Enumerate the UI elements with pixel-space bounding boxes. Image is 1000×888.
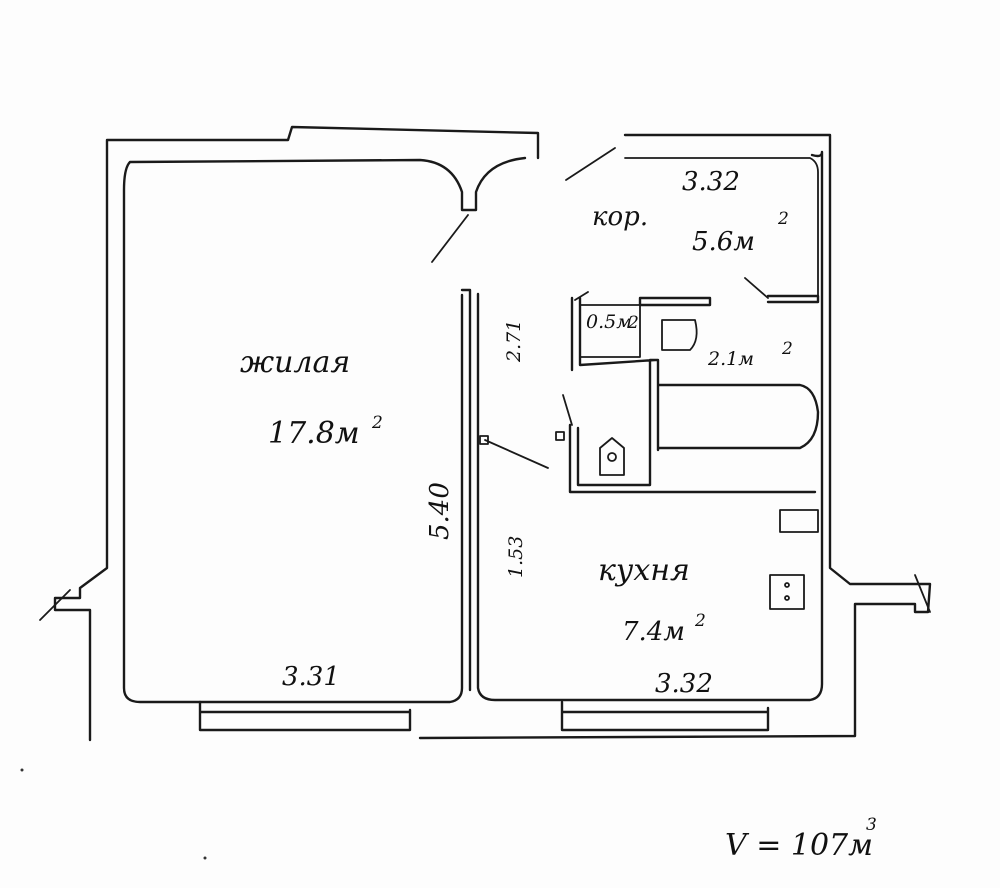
kitchen-stove xyxy=(769,574,805,610)
bathroom-area-sup: 2 xyxy=(781,339,793,359)
central-partition xyxy=(460,150,824,702)
length-lower: 1.53 xyxy=(505,536,527,578)
entry-door-swing xyxy=(565,147,616,181)
left-mark xyxy=(39,589,71,621)
kitchen-area-sup: 2 xyxy=(694,611,706,631)
door-jamb-2 xyxy=(555,431,565,441)
speck xyxy=(20,768,24,772)
living-room-outline xyxy=(122,156,527,704)
door-jamb xyxy=(479,435,489,445)
living-room-area: 17.8м xyxy=(268,416,360,451)
length-total: 5.40 xyxy=(425,482,455,540)
bath-door-swing xyxy=(562,394,573,426)
corridor-name: кор. xyxy=(592,202,648,232)
corridor-area-sup: 2 xyxy=(777,209,789,229)
living-room-door-swing xyxy=(431,214,469,263)
bathroom-door-swing xyxy=(744,277,769,299)
right-mark xyxy=(914,574,931,613)
stove-burner xyxy=(784,582,790,588)
outer-wall-outer xyxy=(53,125,932,742)
corridor-outline xyxy=(624,157,819,299)
living-room-window xyxy=(198,700,412,732)
corridor-area: 5.6м xyxy=(692,227,755,257)
sink-fixture xyxy=(661,319,698,351)
kitchen-window xyxy=(560,700,770,732)
kitchen-door-swing xyxy=(484,439,549,469)
bathroom-area: 2.1м xyxy=(707,348,754,370)
toilet-door-swing xyxy=(574,291,589,301)
kitchen-width: 3.32 xyxy=(655,669,713,699)
speck-2 xyxy=(203,856,207,860)
bathroom-block xyxy=(568,294,820,494)
toilet-bowl xyxy=(607,452,617,462)
corridor-width: 3.32 xyxy=(682,167,740,197)
toilet-area-sup: 2 xyxy=(627,313,639,333)
kitchen-sink xyxy=(779,509,819,533)
kitchen-name: кухня xyxy=(598,553,690,588)
stove-burner-2 xyxy=(784,595,790,601)
length-upper: 2.71 xyxy=(503,320,525,363)
volume-sup: 3 xyxy=(866,815,877,835)
living-room-name: жилая xyxy=(240,345,350,380)
kitchen-area: 7.4м xyxy=(622,617,685,647)
living-room-area-sup: 2 xyxy=(371,413,383,433)
living-room-width: 3.31 xyxy=(282,662,340,692)
toilet-fixture xyxy=(599,437,625,476)
toilet-area: 0.5м xyxy=(586,311,632,333)
volume-label: V = 107м xyxy=(725,828,873,863)
toilet-room xyxy=(579,304,641,358)
